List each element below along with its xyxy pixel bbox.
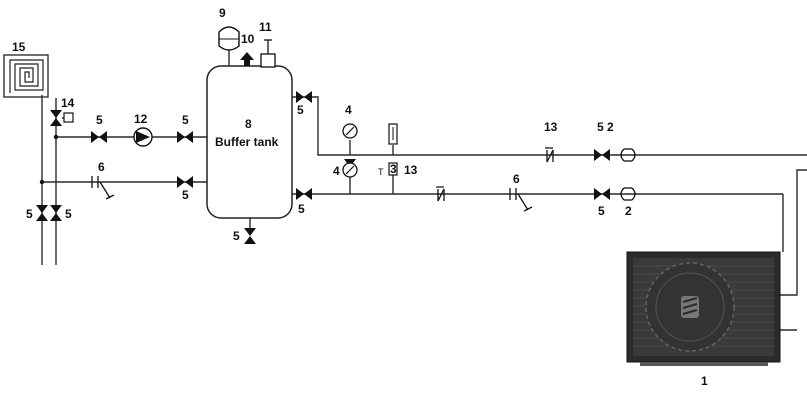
y-strainer-icon [91, 176, 533, 212]
label-15: 15 [12, 40, 26, 54]
label-5-tank-top: 5 [297, 103, 304, 117]
heat-pump-unit-icon [626, 251, 781, 366]
label-6-right: 6 [513, 172, 520, 186]
ball-valves-icon [91, 91, 610, 244]
label-11: 11 [259, 20, 272, 34]
label-8: 8 [245, 117, 252, 131]
label-T: T [378, 167, 384, 177]
label-13-mid: 13 [404, 163, 418, 177]
label-4-top: 4 [345, 103, 352, 117]
label-5-left-bottom-b: 5 [65, 207, 72, 221]
label-5-left-bottom-a: 5 [26, 207, 33, 221]
left-bottom-ball-valves-icon [36, 134, 62, 221]
label-6-left: 6 [98, 160, 105, 174]
label-5-right-of-pump: 5 [182, 113, 189, 127]
label-2-bottom: 2 [625, 204, 632, 218]
tank-label: Buffer tank [215, 135, 279, 149]
floor-heating-coil-icon [3, 54, 49, 98]
label-3: 3 [390, 162, 397, 176]
three-way-valve-icon [50, 110, 74, 126]
label-10: 10 [241, 32, 255, 46]
label-13-top: 13 [544, 120, 558, 134]
flexible-connector-icon [620, 148, 636, 201]
label-5-hp-bottom: 5 [598, 204, 605, 218]
label-5-2: 5 2 [597, 120, 614, 134]
circulation-pump-icon [133, 127, 153, 147]
check-valve-icon [436, 147, 554, 202]
label-14: 14 [61, 96, 75, 110]
air-vent-arrow-icon [240, 52, 254, 66]
label-5-tank-bottom: 5 [298, 202, 305, 216]
label-5-return: 5 [182, 188, 189, 202]
label-9: 9 [219, 6, 226, 20]
label-5-drain: 5 [233, 229, 240, 243]
pressure-gauge-icon [342, 123, 358, 178]
label-12: 12 [134, 112, 148, 126]
label-4-bottom: 4 [333, 164, 340, 178]
expansion-vessel-icon [218, 26, 240, 51]
label-1: 1 [701, 374, 708, 388]
safety-valve-icon [260, 39, 276, 68]
thermometer-icon [388, 123, 398, 176]
label-5-left-of-pump: 5 [96, 113, 103, 127]
component-labels: 15 14 5 12 5 6 5 5 5 9 10 11 8 Buffer ta… [12, 6, 708, 388]
